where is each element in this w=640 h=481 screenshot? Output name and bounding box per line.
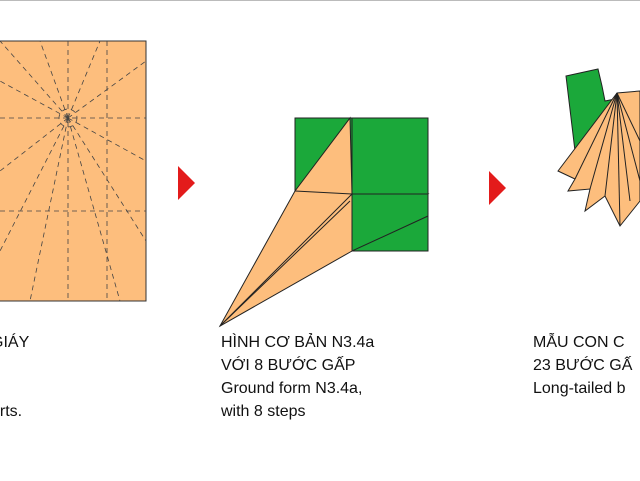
caption-line: GIÁY [0, 334, 30, 351]
caption-line: Ground form N3.4a, [221, 380, 363, 397]
arrow-right-icon [489, 171, 506, 205]
step2-caption: HÌNH CƠ BẢN N3.4a VỚI 8 BƯỚC GẤP Ground … [221, 331, 374, 423]
caption-line: 23 BƯỚC GẤ [533, 357, 633, 374]
ground-form-figure [218, 116, 430, 328]
bird-model-figure [557, 68, 640, 227]
step1-caption: GIÁY arts. [0, 331, 29, 423]
paper-crease-pattern [0, 40, 147, 302]
caption-line: with 8 steps [221, 403, 306, 420]
caption-line: HÌNH CƠ BẢN N3.4a [221, 334, 375, 351]
caption-line: VỚI 8 BƯỚC GẤP [221, 357, 356, 374]
caption-line: MẪU CON C [533, 334, 625, 351]
caption-line: arts. [0, 403, 23, 420]
caption-line: Long-tailed b [533, 380, 626, 397]
arrow-right-icon [178, 166, 195, 200]
step3-caption: MẪU CON C 23 BƯỚC GẤ Long-tailed b [533, 331, 632, 400]
